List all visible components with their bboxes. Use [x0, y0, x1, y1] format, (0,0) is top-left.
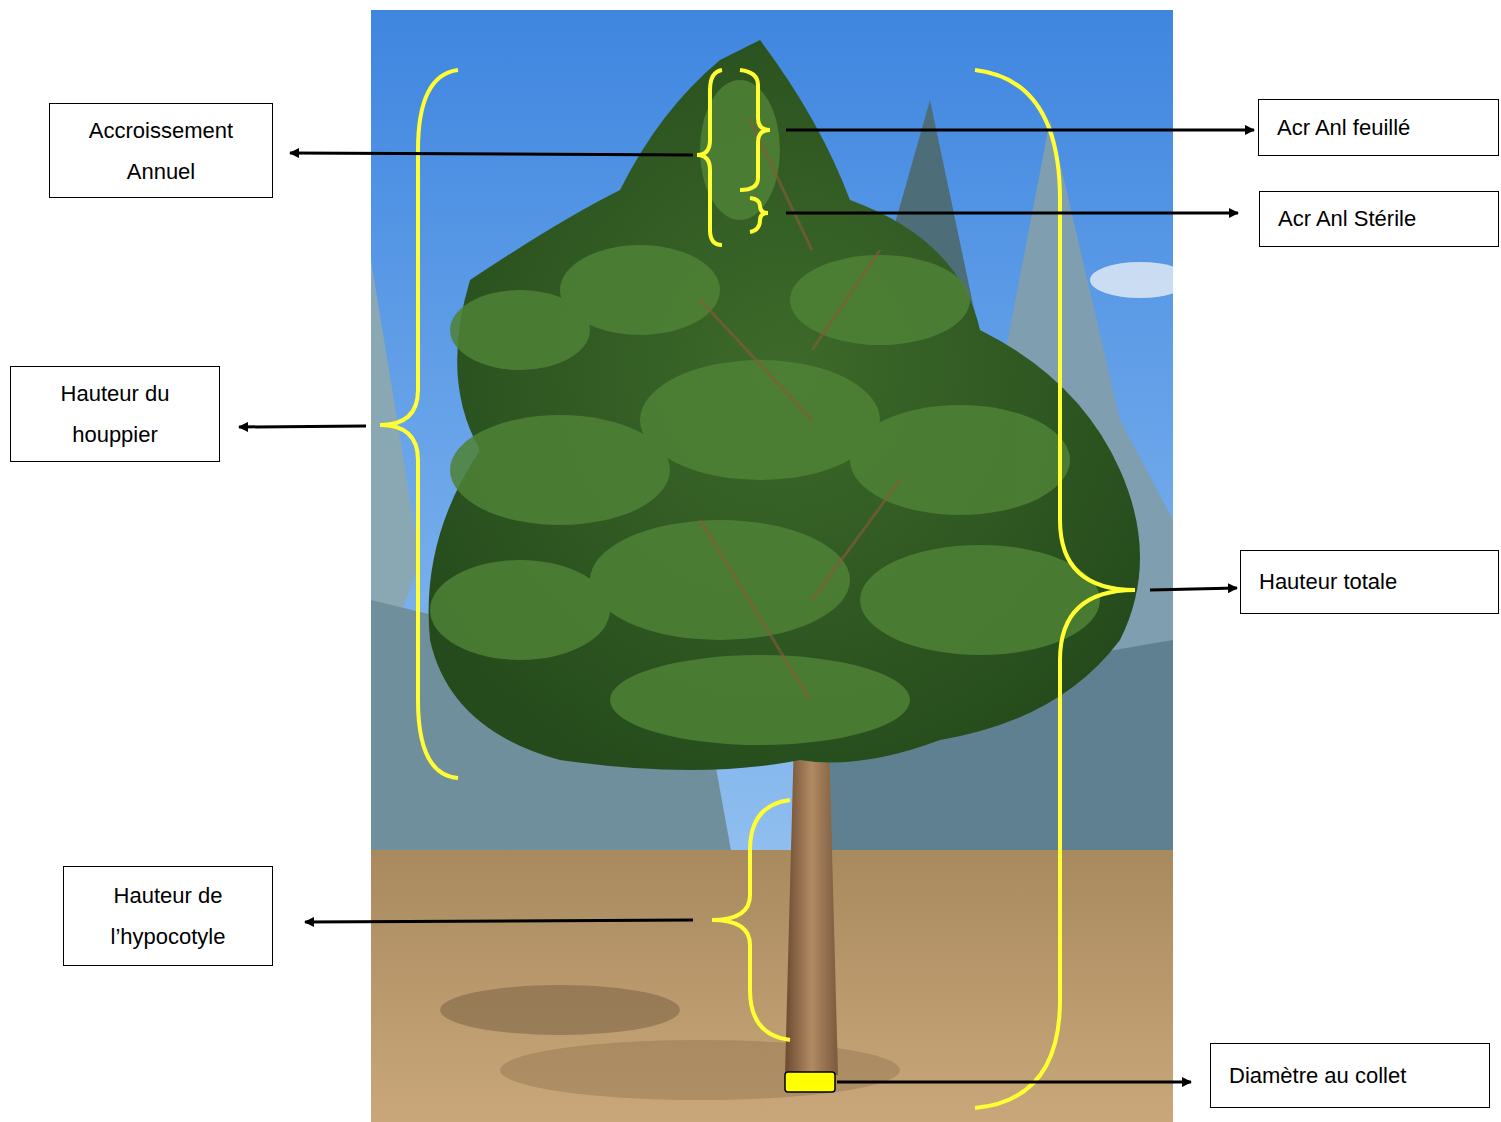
- bracket: [380, 70, 1135, 1108]
- label-text: Hauteur totale: [1259, 568, 1397, 596]
- label-text: Acr Anl feuillé: [1277, 114, 1410, 142]
- label-text: Hauteur de l’hypocotyle: [74, 875, 262, 957]
- collar-marker: [785, 1072, 835, 1092]
- label-text: Acr Anl Stérile: [1278, 205, 1416, 233]
- label-box: Hauteur du houppier: [10, 366, 220, 462]
- label-box: Hauteur de l’hypocotyle: [63, 866, 273, 966]
- label-box: Diamètre au collet: [1210, 1043, 1490, 1108]
- label-box: Hauteur totale: [1240, 550, 1499, 614]
- label-box: Accroissement Annuel: [49, 103, 273, 198]
- label-box: Acr Anl feuillé: [1258, 99, 1499, 156]
- label-text: Hauteur du houppier: [21, 373, 209, 455]
- label-box: Acr Anl Stérile: [1259, 191, 1499, 247]
- label-text: Diamètre au collet: [1229, 1062, 1406, 1090]
- leader-arrow: [239, 130, 1254, 1082]
- label-text: Accroissement Annuel: [60, 110, 262, 192]
